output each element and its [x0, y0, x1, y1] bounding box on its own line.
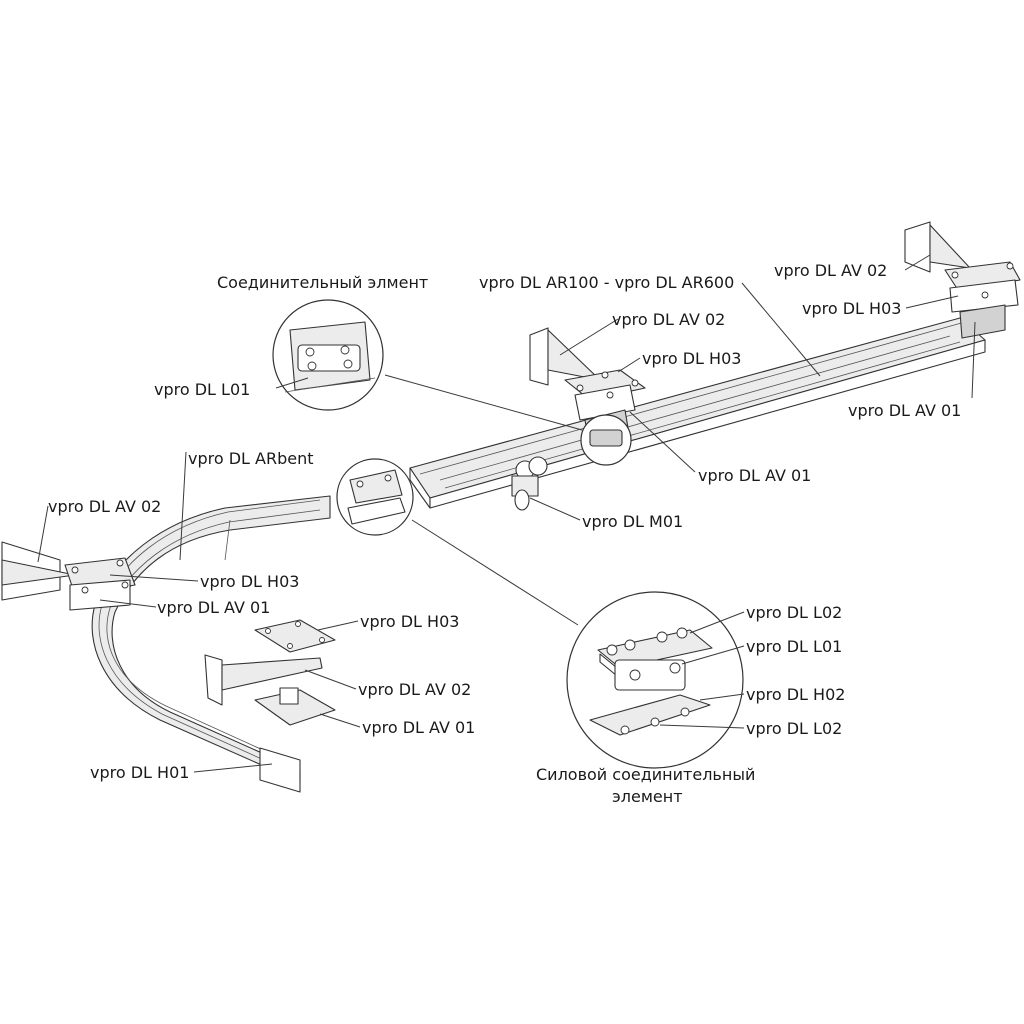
left-bracket	[1, 541, 136, 611]
label-av01-top-right: vpro DL AV 01	[848, 401, 961, 420]
label-l01-power: vpro DL L01	[746, 637, 842, 656]
label-l01-connector: vpro DL L01	[154, 380, 250, 399]
label-h01: vpro DL H01	[90, 763, 189, 782]
trolley-m01	[511, 456, 548, 511]
loose-parts	[204, 619, 336, 726]
labels: Соединительный элмент vpro DL AR100 - vp…	[48, 261, 961, 806]
leader-lines	[37, 254, 976, 773]
label-av01-loose: vpro DL AV 01	[362, 718, 475, 737]
right-bracket	[904, 221, 1021, 339]
detail-joint	[336, 458, 414, 536]
label-power-title-2: элемент	[612, 787, 683, 806]
label-connector-title: Соединительный элмент	[217, 273, 428, 292]
label-arbent: vpro DL ARbent	[188, 449, 314, 468]
label-av02-left: vpro DL AV 02	[48, 497, 161, 516]
label-av01-left: vpro DL AV 01	[157, 598, 270, 617]
label-h02: vpro DL H02	[746, 685, 845, 704]
curved-rail	[91, 495, 331, 793]
straight-rail	[409, 317, 986, 509]
label-h03-loose: vpro DL H03	[360, 612, 459, 631]
label-l02-top: vpro DL L02	[746, 603, 842, 622]
label-power-title-1: Силовой соединительный	[536, 765, 755, 784]
detail-rail-joint	[580, 414, 632, 466]
detail-connector	[272, 299, 384, 411]
label-av02-top-right: vpro DL AV 02	[774, 261, 887, 280]
label-av02-loose: vpro DL AV 02	[358, 680, 471, 699]
label-av02-mid: vpro DL AV 02	[612, 310, 725, 329]
label-rail-range: vpro DL AR100 - vpro DL AR600	[479, 273, 734, 292]
label-av01-mid: vpro DL AV 01	[698, 466, 811, 485]
label-m01: vpro DL M01	[582, 512, 683, 531]
label-l02-bottom: vpro DL L02	[746, 719, 842, 738]
label-h03-top-right: vpro DL H03	[802, 299, 901, 318]
label-h03-mid: vpro DL H03	[642, 349, 741, 368]
detail-power-connector	[566, 591, 744, 769]
label-h03-left: vpro DL H03	[200, 572, 299, 591]
